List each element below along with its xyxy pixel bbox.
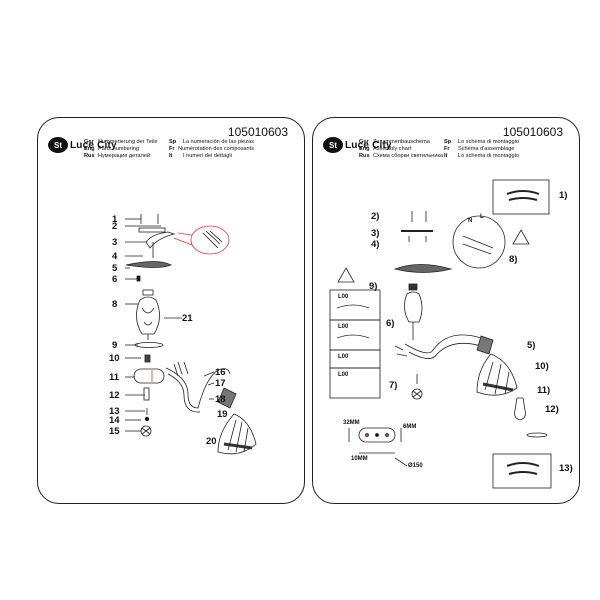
label-4: 4 <box>112 251 118 262</box>
mount-box-1: L00 <box>338 294 349 300</box>
label-12: 12 <box>109 390 120 401</box>
step-12: 12) <box>545 404 559 415</box>
product-code: 105010603 <box>502 125 563 139</box>
mount-box-3: L00 <box>338 354 349 360</box>
step-3: 3) <box>371 228 380 239</box>
step-1: 1) <box>559 190 568 201</box>
step-6: 6) <box>386 318 395 329</box>
label-5: 5 <box>112 263 118 274</box>
step-7: 7) <box>389 380 398 391</box>
dim-6mm: 6MM <box>403 424 417 430</box>
step-10: 10) <box>535 361 549 372</box>
label-19: 19 <box>217 409 228 420</box>
label-11: 11 <box>109 372 120 383</box>
step-2: 2) <box>371 211 380 222</box>
brand-text: Luce City <box>70 139 117 151</box>
label-14: 14 <box>109 415 120 426</box>
wire-n-label: N <box>468 218 473 224</box>
label-10: 10 <box>109 353 120 364</box>
step-5: 5) <box>527 340 536 351</box>
step-8: 8) <box>509 254 518 265</box>
brand-mark: St <box>48 137 68 153</box>
label-13: 13 <box>109 406 120 417</box>
dim-d150: Ø150 <box>408 463 423 469</box>
mount-box-4: L00 <box>338 372 349 378</box>
label-20: 20 <box>206 436 217 447</box>
step-13: 13) <box>559 463 573 474</box>
product-code: 105010603 <box>227 125 288 139</box>
dim-32mm: 32MM <box>343 420 360 426</box>
label-1: 1 <box>112 214 118 225</box>
exploded-parts-drawing <box>125 214 257 455</box>
assembly-drawing <box>329 179 552 489</box>
label-9: 9 <box>112 340 118 351</box>
wire-l-label: L <box>480 214 484 220</box>
step-9: 9) <box>369 281 378 292</box>
label-17: 17 <box>215 378 226 389</box>
label-6: 6 <box>112 274 118 285</box>
label-8: 8 <box>112 299 118 310</box>
brand-text: Luce City <box>345 139 392 151</box>
step-4: 4) <box>371 239 380 250</box>
dim-10mm: 10MM <box>351 456 368 462</box>
brand-logo: St Luce City <box>323 137 392 153</box>
label-21: 21 <box>182 313 193 324</box>
label-2: 2 <box>112 221 118 232</box>
label-15: 15 <box>109 426 120 437</box>
mount-box-2: L00 <box>338 324 349 330</box>
step-11: 11) <box>537 385 551 396</box>
brand-mark: St <box>323 137 343 153</box>
brand-logo: St Luce City <box>48 137 117 153</box>
label-16: 16 <box>215 367 226 378</box>
label-18: 18 <box>215 394 226 405</box>
label-3: 3 <box>112 237 118 248</box>
